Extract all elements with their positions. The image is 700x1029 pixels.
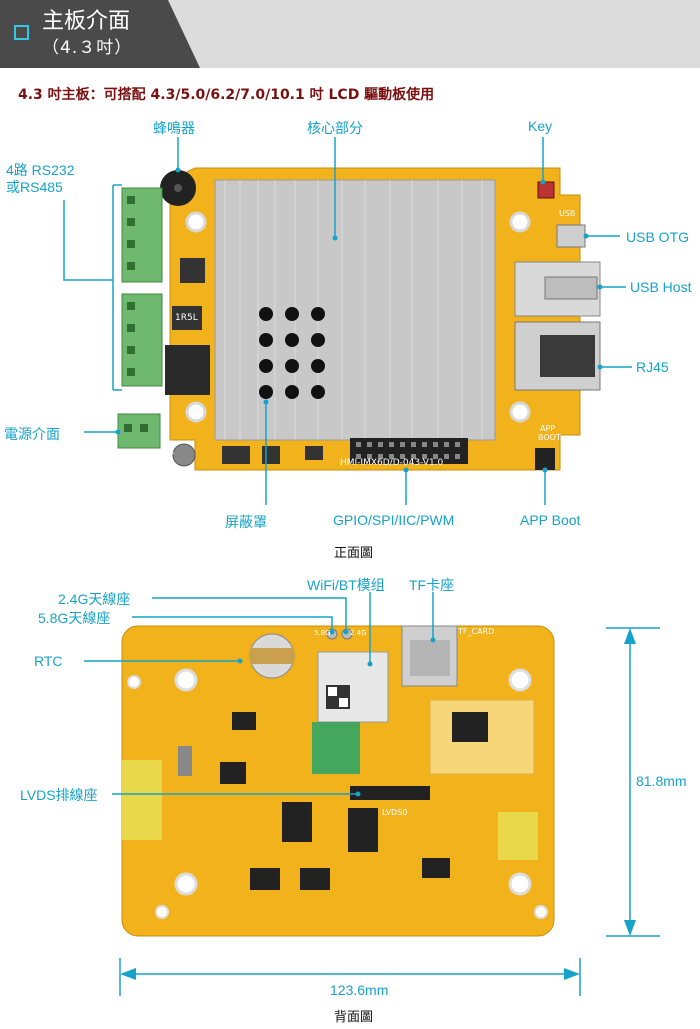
- intro-text: 4.3 吋主板：可搭配 4.3/5.0/6.2/7.0/10.1 吋 LCD 驅…: [18, 87, 435, 103]
- label-rj45: RJ45: [636, 359, 669, 375]
- checkbox-icon: [14, 25, 29, 40]
- label-tf: TF卡座: [409, 577, 455, 593]
- front-leader-lines: [63, 137, 632, 505]
- label-power: 電源介面: [4, 426, 60, 442]
- silk-inductor: 1R5L: [175, 313, 198, 323]
- label-key: Key: [528, 118, 553, 134]
- label-width: 123.6mm: [330, 982, 389, 998]
- label-shield: 屏蔽罩: [225, 514, 267, 530]
- label-lvds: LVDS排線座: [20, 787, 98, 803]
- label-height: 81.8mm: [636, 773, 687, 789]
- label-usb-otg: USB OTG: [626, 229, 690, 245]
- label-core: 核心部分: [307, 120, 363, 136]
- label-buzzer: 蜂鳴器: [153, 120, 195, 136]
- label-app-boot: APP Boot: [520, 512, 581, 528]
- label-gpio: GPIO/SPI/IIC/PWM: [333, 512, 455, 528]
- silk-tf-card: TF_CARD: [458, 627, 495, 636]
- label-rtc: RTC: [34, 653, 63, 669]
- silk-usb: USB: [559, 209, 576, 218]
- silk-boot: BOOT: [538, 433, 561, 442]
- silk-board-name: HMI-IMX6D/D-043-V1.0: [340, 458, 444, 468]
- label-ant58: 5.8G天線座: [38, 610, 111, 626]
- label-rs232: 4路 RS232: [6, 162, 75, 178]
- label-usb-host: USB Host: [630, 279, 692, 295]
- silk-app: APP: [540, 424, 556, 433]
- page-subtitle: （4.３吋）: [42, 38, 133, 58]
- front-board: [117, 167, 601, 471]
- caption-back: 背面圖: [334, 1010, 374, 1025]
- label-ant24: 2.4G天線座: [58, 591, 131, 607]
- silk-antenna-58: 5.8G: [314, 629, 331, 637]
- caption-front: 正面圖: [334, 546, 374, 561]
- label-rs485: 或RS485: [6, 179, 63, 195]
- label-wifi: WiFi/BT模组: [307, 577, 385, 593]
- back-board: [121, 625, 555, 937]
- silk-lvds: LVDS0: [382, 808, 408, 817]
- silk-antenna-24: 2.4G: [350, 629, 367, 637]
- page-title: 主板介面: [42, 9, 131, 34]
- back-leader-lines: [84, 592, 660, 996]
- header-title-block: [0, 0, 200, 68]
- silk-power: POWER: [148, 448, 174, 456]
